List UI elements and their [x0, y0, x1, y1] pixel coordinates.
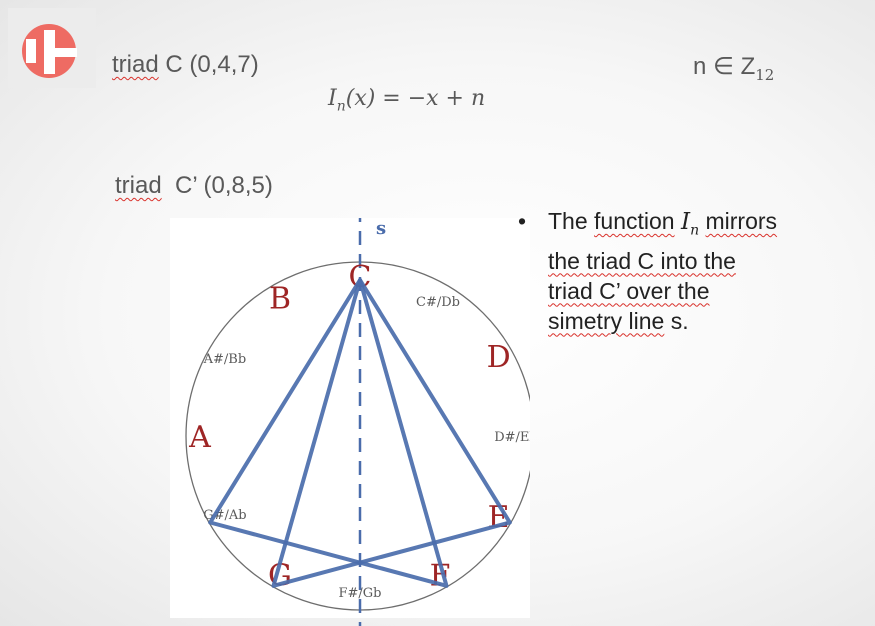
formula: In(x) = −x + n: [328, 86, 485, 114]
set-label-text: n ∈ Z: [693, 53, 756, 80]
bullet-line-2: the triad C into the: [548, 247, 736, 274]
triad-triangle-c-prime: [208, 278, 449, 588]
bullet-line-1-pre: The: [548, 208, 588, 234]
symmetry-label: s: [376, 218, 386, 239]
note-label-a-bb: A#/Bb: [203, 352, 247, 367]
triad-c-word: triad: [112, 51, 159, 78]
triad-triangle-c: [271, 278, 512, 588]
bullet-line-1-word: function: [594, 208, 675, 234]
note-label-d: D: [487, 340, 511, 375]
triad-c-text: triad C (0,4,7): [112, 51, 259, 79]
bullet-line-1-var: I: [680, 209, 691, 235]
triad-c-notes: C (0,4,7): [165, 51, 259, 78]
pitch-circle: [185, 261, 530, 611]
note-label-c-db: C#/Db: [416, 295, 460, 310]
logo: [8, 8, 96, 88]
bullet-line-1-var-sub: n: [690, 222, 700, 239]
bullet-body: The function In mirrors the triad C into…: [548, 206, 777, 336]
note-label-b: B: [269, 281, 291, 316]
bullet-line-1-post: mirrors: [705, 208, 778, 234]
bullet-line-4-word: simetry line: [548, 307, 665, 334]
bullet-line-4-post: s.: [670, 307, 689, 334]
formula-sub: n: [336, 98, 346, 115]
logo-icon: [22, 24, 77, 78]
triad-c2-notes: C’ (0,8,5): [175, 172, 273, 199]
triad-c2-text: triad C’ (0,8,5): [115, 172, 273, 200]
triad-c2-word: triad: [115, 172, 162, 199]
set-label-sub: 12: [755, 65, 775, 84]
note-label-d-eb: D#/Eb: [494, 430, 530, 445]
formula-function: I: [328, 86, 337, 111]
note-label-f-gb: F#/Gb: [339, 586, 382, 601]
note-label-a: A: [188, 420, 211, 455]
bullet-dot: •: [518, 208, 527, 234]
bullet-line-4: simetry line s.: [548, 306, 777, 336]
set-label: n ∈ Z12: [693, 52, 774, 84]
bullet-line-3: triad C’ over the: [548, 277, 710, 304]
bullet-line-1: The function In mirrors: [548, 206, 777, 246]
formula-body: (x) = −x + n: [345, 86, 486, 111]
